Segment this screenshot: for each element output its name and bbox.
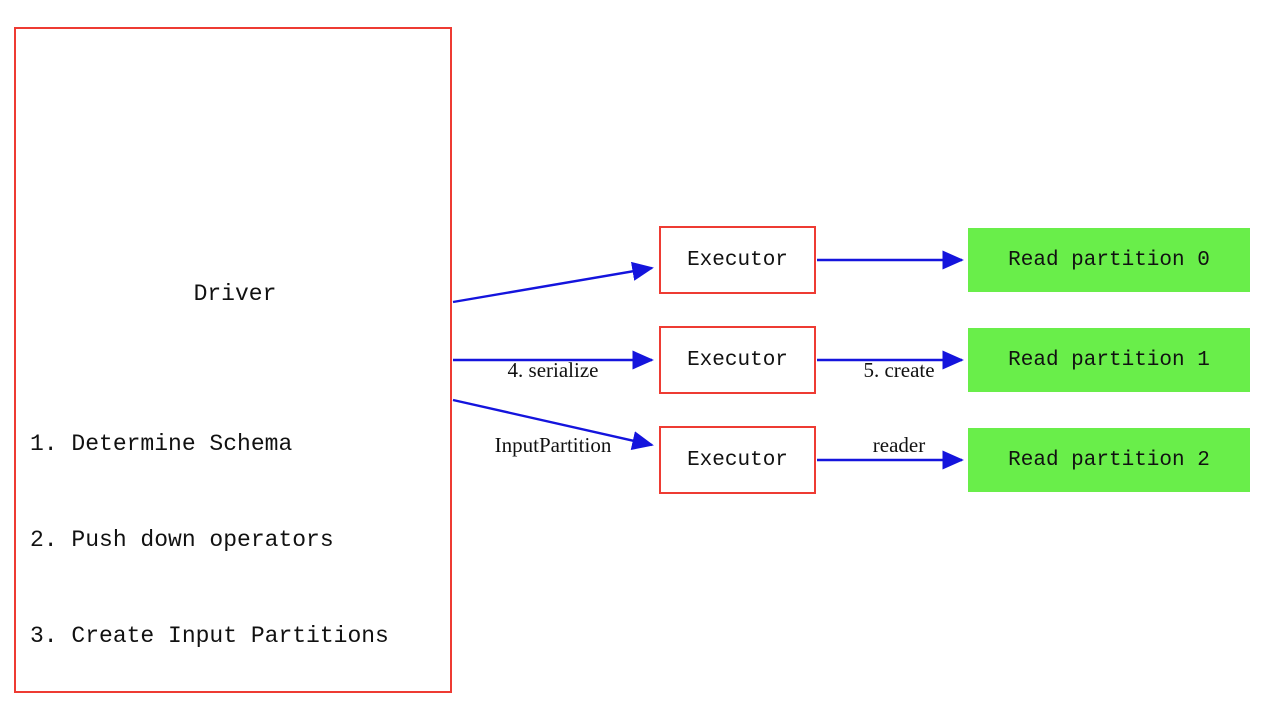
driver-step-2: 2. Push down operators bbox=[30, 527, 334, 553]
partition-box-2: Read partition 2 bbox=[968, 428, 1250, 492]
executor-label-2: Executor bbox=[687, 448, 788, 472]
driver-steps-list: 1. Determine Schema 2. Push down operato… bbox=[30, 364, 450, 710]
edge-label-serialize-line-1: 4. serialize bbox=[507, 358, 599, 382]
executor-label-1: Executor bbox=[687, 348, 788, 372]
executor-label-0: Executor bbox=[687, 248, 788, 272]
partition-label-2: Read partition 2 bbox=[1008, 448, 1210, 472]
driver-step-1: 1. Determine Schema bbox=[30, 431, 293, 457]
executor-box-2: Executor bbox=[659, 426, 816, 494]
driver-title: Driver bbox=[193, 281, 277, 307]
edge-label-create-reader: 5. create reader bbox=[829, 308, 969, 508]
edge-label-create-reader-line-2: reader bbox=[872, 433, 926, 457]
partition-label-0: Read partition 0 bbox=[1008, 248, 1210, 272]
edge-label-serialize-line-2: InputPartition bbox=[494, 433, 612, 457]
driver-step-3: 3. Create Input Partitions bbox=[30, 623, 389, 649]
arrow-driver-to-executor-0 bbox=[452, 261, 654, 304]
partition-label-1: Read partition 1 bbox=[1008, 348, 1210, 372]
driver-box: Driver 1. Determine Schema 2. Push down … bbox=[14, 27, 452, 693]
edge-label-serialize: 4. serialize InputPartition bbox=[463, 308, 643, 508]
partition-box-1: Read partition 1 bbox=[968, 328, 1250, 392]
executor-box-1: Executor bbox=[659, 326, 816, 394]
edge-label-create-reader-line-1: 5. create bbox=[863, 358, 935, 382]
partition-box-0: Read partition 0 bbox=[968, 228, 1250, 292]
executor-box-0: Executor bbox=[659, 226, 816, 294]
